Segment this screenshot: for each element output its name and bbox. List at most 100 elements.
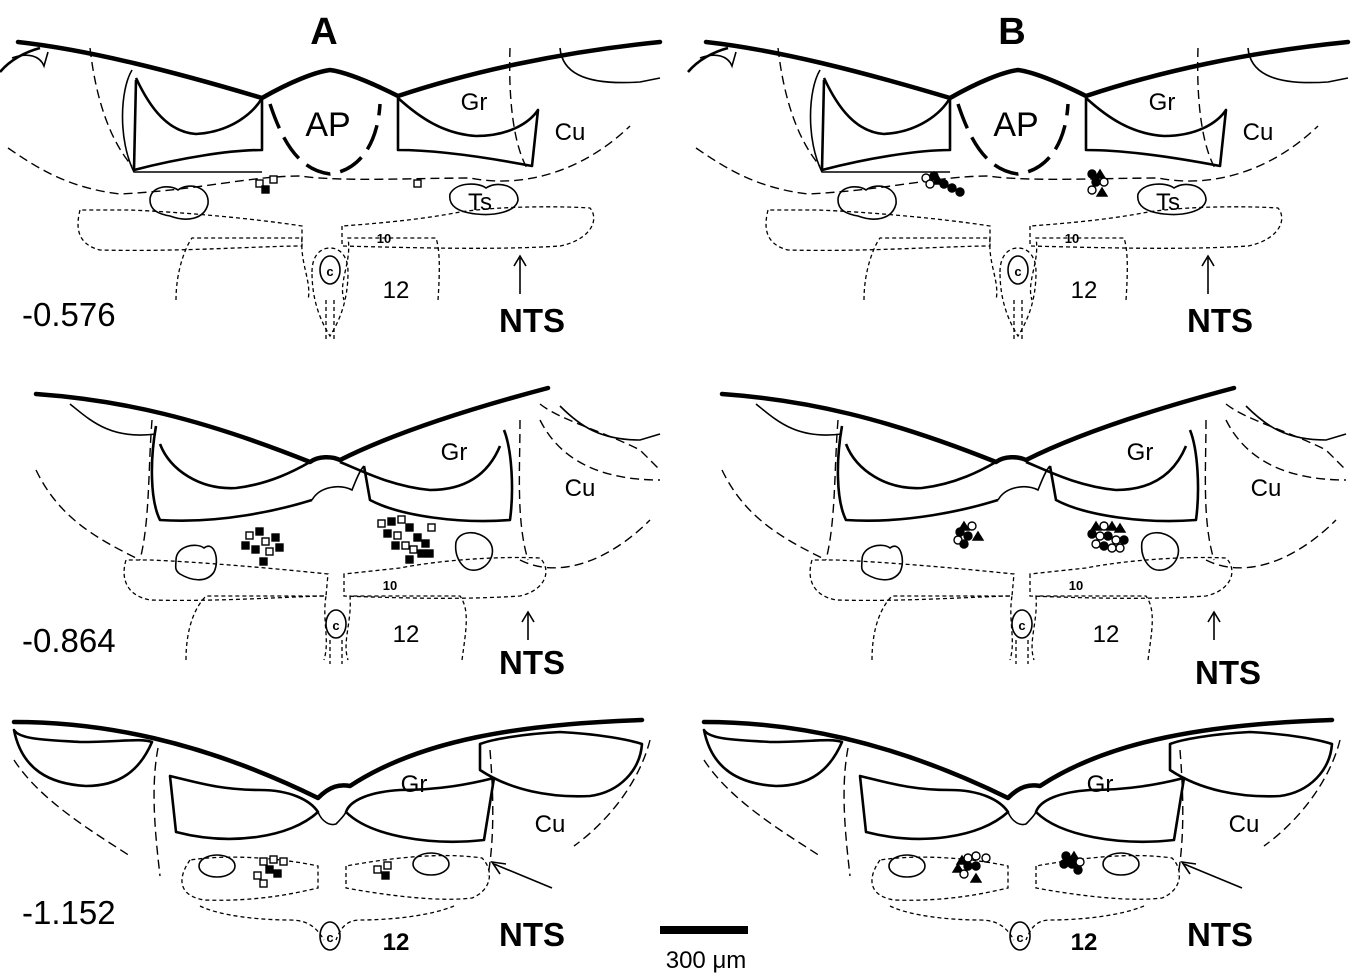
marker-open-circle xyxy=(1108,544,1116,552)
marker-filled-square xyxy=(406,556,413,563)
marker-open-square xyxy=(246,532,253,539)
marker-filled-circle xyxy=(956,188,964,196)
hypoglossal-label: 12 xyxy=(1071,929,1098,956)
ap-label: AP xyxy=(305,106,350,144)
marker-open-square xyxy=(410,546,417,553)
marker-open-square xyxy=(260,858,267,865)
marker-open-circle xyxy=(982,854,990,862)
marker-filled-square xyxy=(262,186,269,193)
panel-b: B xyxy=(688,11,1348,950)
central-canal-label: c xyxy=(1016,930,1023,945)
marker-open-circle xyxy=(960,870,968,878)
central-canal-label: c xyxy=(326,264,333,279)
marker-open-square xyxy=(378,520,385,527)
marker-open-circle xyxy=(1096,532,1104,540)
marker-open-square xyxy=(280,858,287,865)
marker-open-circle xyxy=(964,854,972,862)
panel-b-label: B xyxy=(998,11,1025,53)
marker-filled-square xyxy=(266,866,273,873)
marker-filled-square xyxy=(276,544,283,551)
marker-filled-circle xyxy=(964,532,972,540)
marker-open-square xyxy=(262,538,269,545)
marker-open-square xyxy=(398,516,405,523)
cu-label: Cu xyxy=(1243,119,1274,146)
marker-filled-circle xyxy=(1100,542,1108,550)
section-b2-outline xyxy=(722,388,1346,664)
scale-bar-line xyxy=(660,926,748,934)
marker-filled-square xyxy=(260,558,267,565)
marker-filled-triangle xyxy=(973,532,983,540)
marker-filled-circle xyxy=(1062,852,1070,860)
marker-open-square xyxy=(414,180,421,187)
marker-filled-circle xyxy=(956,528,964,536)
cu-label: Cu xyxy=(565,475,596,502)
gr-label: Gr xyxy=(1127,439,1154,466)
cu-label: Cu xyxy=(555,119,586,146)
marker-open-circle xyxy=(968,522,976,530)
marker-filled-circle xyxy=(1092,178,1100,186)
marker-filled-square xyxy=(392,542,399,549)
gr-label: Gr xyxy=(441,439,468,466)
labels-b: AP Gr Cu Ts 10 12 c NTS Gr Cu 10 12 c NT… xyxy=(993,89,1281,956)
marker-filled-square xyxy=(426,550,433,557)
marker-filled-circle xyxy=(940,180,948,188)
marker-filled-square xyxy=(242,542,249,549)
marker-open-square xyxy=(270,856,277,863)
section-b1-outline xyxy=(688,42,1348,340)
marker-open-circle xyxy=(1076,858,1084,866)
nts-label: NTS xyxy=(1195,654,1261,691)
central-canal-label: c xyxy=(332,618,339,633)
vagal-nucleus-label: 10 xyxy=(1065,231,1079,246)
marker-filled-square xyxy=(406,524,413,531)
marker-filled-square xyxy=(382,872,389,879)
marker-filled-square xyxy=(256,528,263,535)
marker-filled-circle xyxy=(972,862,980,870)
gr-label: Gr xyxy=(401,771,428,798)
marker-open-circle xyxy=(1100,178,1108,186)
vagal-nucleus-label: 10 xyxy=(1069,578,1083,593)
marker-filled-circle xyxy=(960,540,968,548)
marker-filled-circle xyxy=(1104,532,1112,540)
marker-open-square xyxy=(428,524,435,531)
marker-filled-circle xyxy=(964,862,972,870)
panel-a-label: A xyxy=(310,11,337,53)
marker-open-circle xyxy=(1100,522,1108,530)
marker-open-square xyxy=(374,866,381,873)
ts-label: Ts xyxy=(468,189,492,216)
marker-filled-circle xyxy=(1060,860,1068,868)
section-a2-outline xyxy=(36,388,660,664)
scale-bar: 300 μm xyxy=(660,926,748,974)
hypoglossal-label: 12 xyxy=(383,929,410,956)
labels-a: AP Gr Cu Ts 10 12 c -0.576 NTS Gr Cu 10 … xyxy=(22,89,595,956)
marker-filled-square xyxy=(418,550,425,557)
marker-open-square xyxy=(394,532,401,539)
nts-label: NTS xyxy=(1187,916,1253,953)
central-canal-label: c xyxy=(326,930,333,945)
marker-open-square xyxy=(254,872,261,879)
marker-open-square xyxy=(266,548,273,555)
marker-filled-square xyxy=(272,534,279,541)
cu-label: Cu xyxy=(1229,811,1260,838)
coordinate-label: -1.152 xyxy=(22,894,116,931)
marker-filled-square xyxy=(414,534,421,541)
marker-filled-square xyxy=(252,546,259,553)
central-canal-label: c xyxy=(1018,618,1025,633)
ap-label: AP xyxy=(993,106,1038,144)
marker-open-square xyxy=(402,542,409,549)
coordinate-label: -0.576 xyxy=(22,296,116,333)
marker-filled-square xyxy=(384,530,391,537)
hypoglossal-label: 12 xyxy=(1071,277,1098,304)
marker-filled-square xyxy=(388,518,395,525)
marker-open-circle xyxy=(972,852,980,860)
central-canal-label: c xyxy=(1014,264,1021,279)
marker-filled-circle xyxy=(1074,866,1082,874)
nts-label: NTS xyxy=(499,644,565,681)
marker-filled-circle xyxy=(1088,530,1096,538)
marker-filled-square xyxy=(274,870,281,877)
nts-label: NTS xyxy=(1187,302,1253,339)
marker-filled-triangle xyxy=(971,874,981,882)
gr-label: Gr xyxy=(461,89,488,116)
marker-open-circle xyxy=(1116,544,1124,552)
marker-filled-square xyxy=(422,540,429,547)
